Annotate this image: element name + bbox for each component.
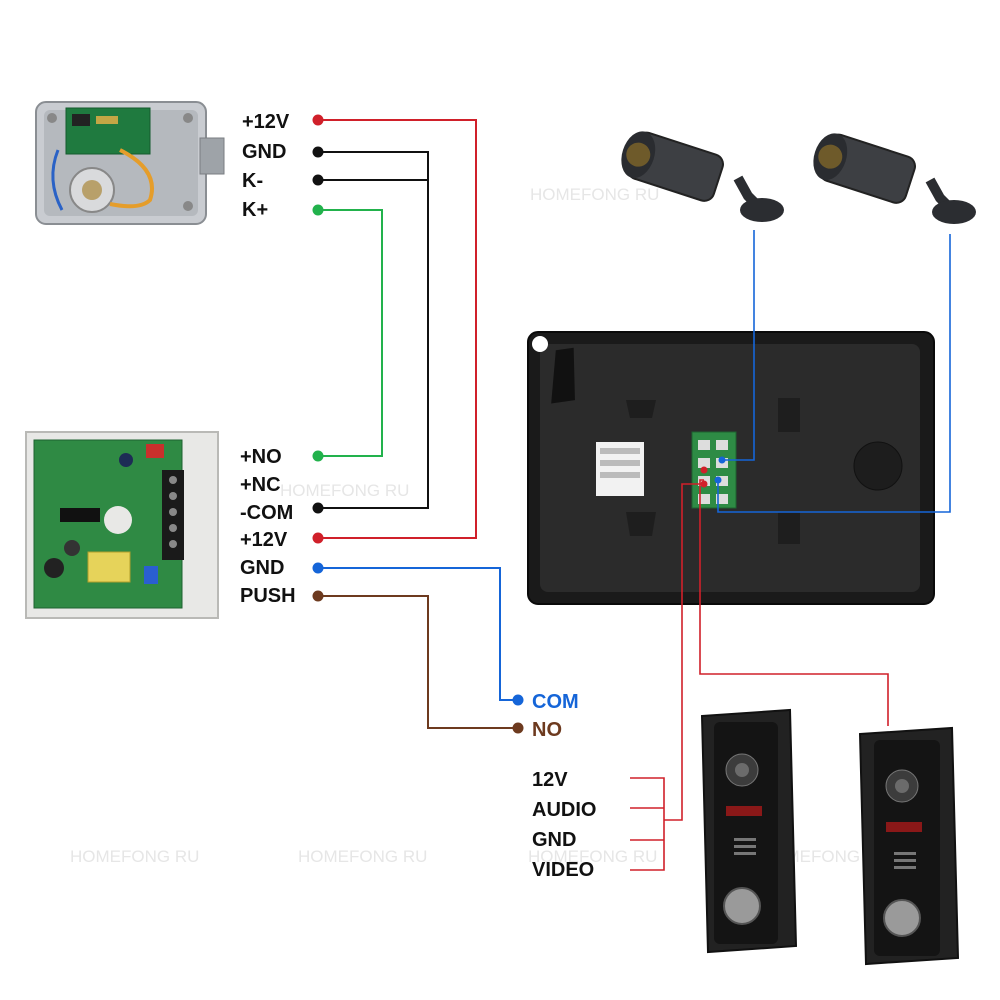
watermark: HOMEFONG RU [530, 185, 659, 204]
wire-doorbell-1-red [664, 483, 704, 821]
terminal-dot-red [312, 532, 324, 544]
label-ps-nc: +NC [240, 474, 281, 496]
terminal-dot-blue [512, 694, 524, 706]
wire-bundle-12v [630, 777, 665, 871]
label-ps-com: -COM [240, 502, 293, 524]
terminal-dot-black [312, 146, 324, 158]
power-supply-terminal-labels: +NO +NC -COM +12V GND PUSH [240, 446, 296, 607]
wires [320, 119, 951, 871]
wire-doorbell-2-red [699, 479, 889, 726]
electric-lock-image [35, 101, 225, 225]
label-ps-push: PUSH [240, 585, 296, 607]
label-lock-12v: +12V [242, 111, 290, 133]
terminal-dot-blue [312, 562, 324, 574]
camera-1-image [621, 131, 784, 222]
label-lock-k-plus: K+ [242, 199, 268, 221]
camera-2-image [813, 133, 976, 224]
terminal-dot-green [312, 450, 324, 462]
terminal-dot-brown [512, 722, 524, 734]
label-db-video: VIDEO [532, 859, 594, 881]
doorbell-wire-labels: 12V AUDIO GND VIDEO [532, 769, 596, 881]
label-lock-k-minus: K- [242, 170, 263, 192]
watermark: HOMEFONG RU [70, 847, 199, 866]
wire-push-no-brown [320, 595, 516, 729]
connector-dot [718, 456, 726, 464]
wire-gnd-black [320, 151, 429, 509]
label-exit-com: COM [532, 691, 579, 713]
watermark: HOMEFONG RU [280, 481, 409, 500]
label-ps-12v: +12V [240, 529, 288, 551]
doorbell-1-image [700, 708, 798, 954]
terminal-dot-black [312, 502, 324, 514]
power-supply-image [25, 431, 219, 619]
terminal-dot-red [312, 114, 324, 126]
wire-k-plus-green [320, 209, 383, 457]
terminal-dots [312, 114, 524, 734]
doorbell-2-image [858, 726, 960, 966]
lock-terminal-labels: +12V GND K- K+ [242, 111, 290, 221]
monitor-image [527, 331, 935, 605]
wire-gnd-com-blue [320, 567, 516, 701]
watermarks: HOMEFONG RU HOMEFONG RU HOMEFONG RU HOME… [70, 185, 889, 866]
monitor-connector-dots [700, 456, 726, 488]
label-db-12v: 12V [532, 769, 568, 791]
terminal-dot-brown [312, 590, 324, 602]
label-db-audio: AUDIO [532, 799, 596, 821]
label-lock-gnd: GND [242, 141, 286, 163]
label-db-gnd: GND [532, 829, 576, 851]
connector-dot [700, 480, 708, 488]
label-ps-no: +NO [240, 446, 282, 468]
wire-12v-red [320, 119, 477, 539]
wire-camera-1-video [722, 230, 755, 461]
connector-dot [700, 466, 708, 474]
label-ps-gnd: GND [240, 557, 284, 579]
terminal-dot-black [312, 174, 324, 186]
wire-camera-2-video [717, 234, 951, 513]
terminal-dot-green [312, 204, 324, 216]
connector-dot [714, 476, 722, 484]
watermark: HOMEFONG RU [298, 847, 427, 866]
exit-button-labels: COM NO [532, 691, 579, 741]
label-exit-no: NO [532, 719, 562, 741]
watermark: HOMEFONG RU [528, 847, 657, 866]
